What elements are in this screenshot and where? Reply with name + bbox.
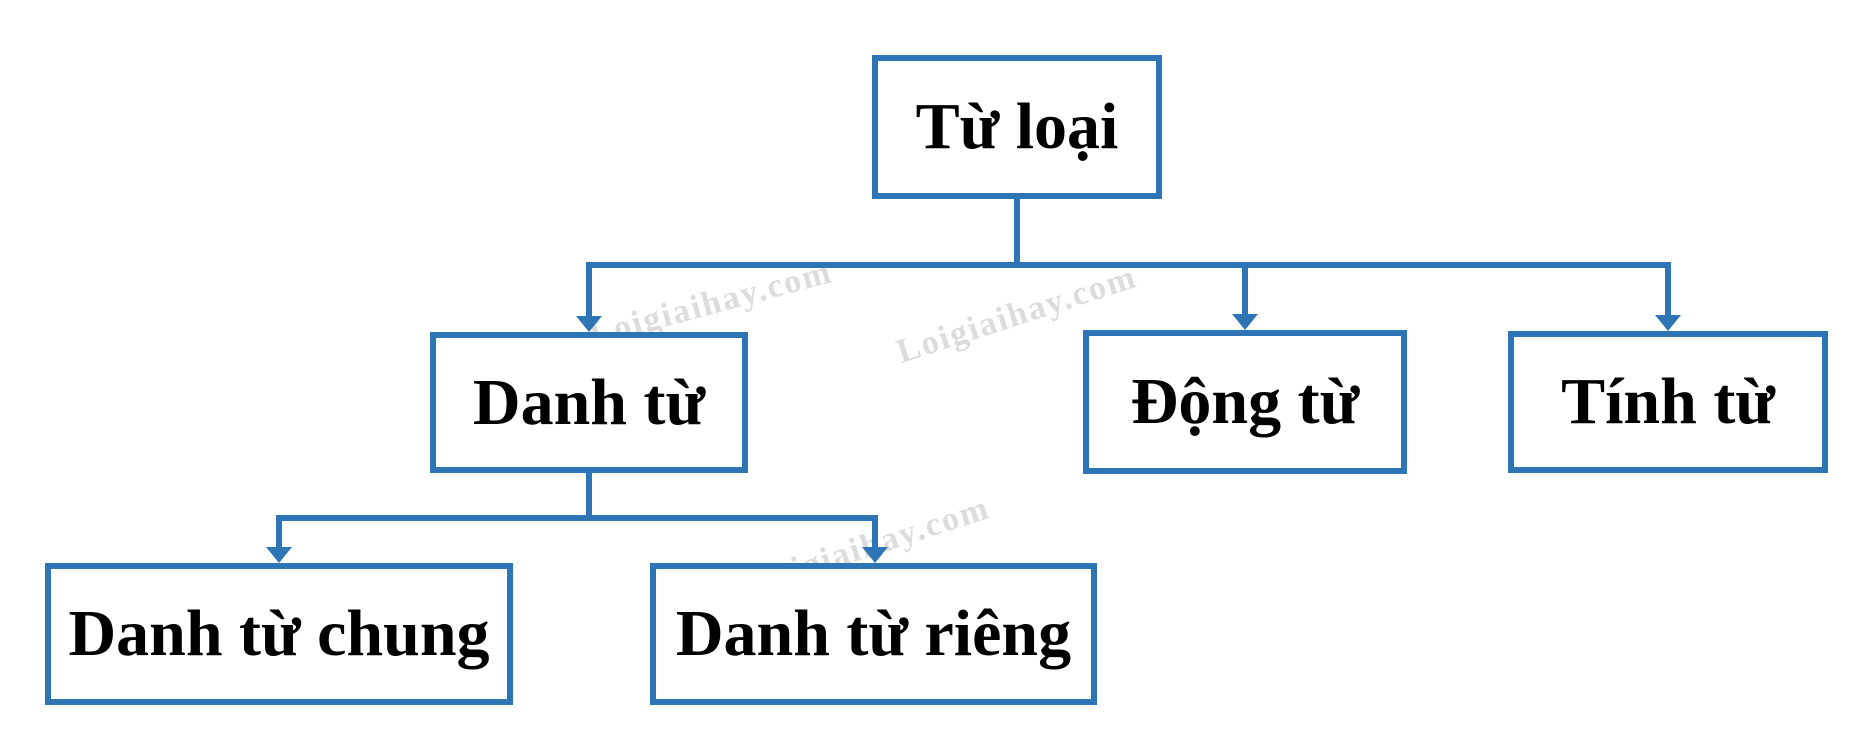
connector-level3-bus — [276, 515, 878, 521]
node-dong-tu-label: Động từ — [1130, 365, 1360, 438]
connector-drop-dong-tu — [1242, 262, 1248, 314]
connector-danh-tu-stem — [586, 472, 592, 521]
node-danh-tu-label: Danh từ — [472, 365, 706, 439]
node-tu-loai-label: Từ loại — [915, 90, 1119, 163]
connector-level2-bus — [586, 262, 1671, 268]
node-dong-tu: Động từ — [1083, 330, 1407, 474]
arrowhead-danh-tu-chung-icon — [266, 547, 292, 563]
node-danh-tu: Danh từ — [430, 332, 748, 473]
connector-drop-danh-tu — [586, 262, 592, 316]
connector-drop-tinh-tu — [1665, 262, 1671, 315]
node-tinh-tu-label: Tính từ — [1561, 365, 1775, 438]
connector-drop-danh-tu-chung — [276, 515, 282, 547]
node-danh-tu-chung-label: Danh từ chung — [68, 597, 490, 670]
arrowhead-tinh-tu-icon — [1655, 315, 1681, 331]
arrowhead-danh-tu-rieng-icon — [862, 547, 888, 563]
arrowhead-dong-tu-icon — [1232, 314, 1258, 330]
arrowhead-danh-tu-icon — [576, 316, 602, 332]
node-danh-tu-chung: Danh từ chung — [45, 563, 513, 705]
node-tinh-tu: Tính từ — [1508, 331, 1828, 473]
connector-drop-danh-tu-rieng — [872, 515, 878, 547]
node-danh-tu-rieng-label: Danh từ riêng — [675, 597, 1072, 670]
node-tu-loai: Từ loại — [872, 55, 1162, 199]
connector-root-stem — [1014, 198, 1020, 264]
node-danh-tu-rieng: Danh từ riêng — [650, 563, 1097, 705]
